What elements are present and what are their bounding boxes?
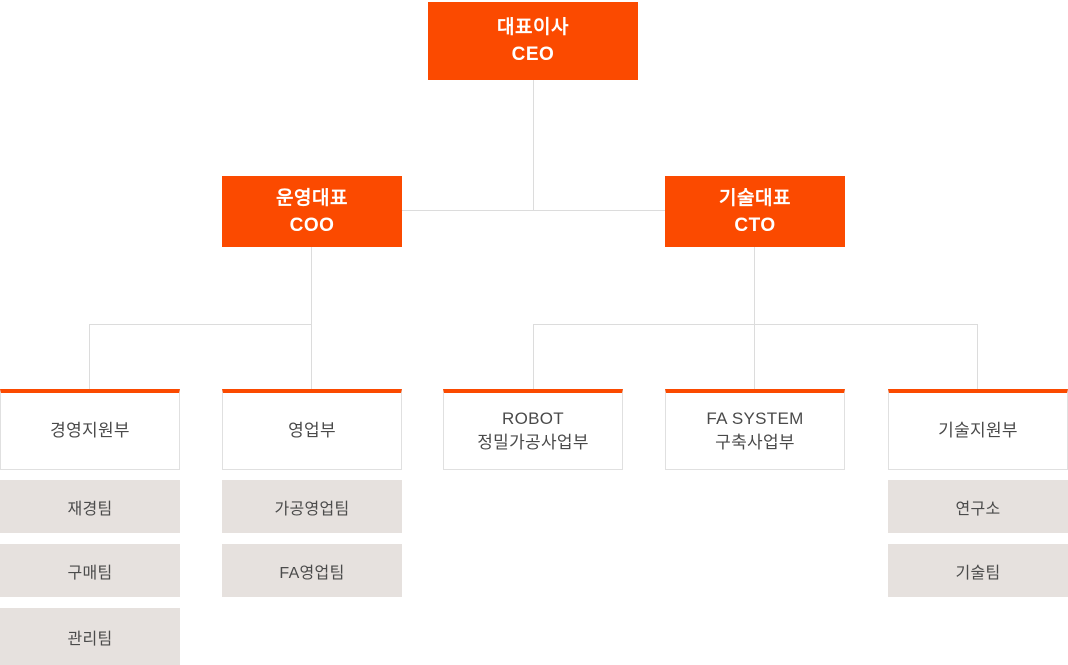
connector-ceo-drop (533, 80, 534, 210)
team-box-research-lab: 연구소 (888, 480, 1068, 533)
team-label: 가공영업팀 (274, 500, 350, 518)
dept-box-fa-system-construction: FA SYSTEM 구축사업부 (665, 389, 845, 470)
team-box-finance: 재경팀 (0, 480, 180, 533)
cto-title-ko: 기술대표 (719, 187, 791, 209)
team-box-administration: 관리팀 (0, 608, 180, 665)
connector-coo-drop (311, 247, 312, 389)
team-label: 기술팀 (955, 564, 1001, 582)
team-box-technical: 기술팀 (888, 544, 1068, 597)
coo-box: 운영대표 COO (222, 176, 402, 247)
team-label: 연구소 (955, 500, 1001, 518)
connector-cto-drop (754, 247, 755, 389)
coo-title-en: COO (289, 214, 335, 236)
dept-label-line2: 정밀가공사업부 (477, 433, 589, 452)
dept-label: 경영지원부 (50, 421, 130, 440)
connector-cto-branch-rail (533, 324, 978, 325)
team-box-purchasing: 구매팀 (0, 544, 180, 597)
dept-label-line2: 구축사업부 (715, 433, 795, 452)
dept-box-technical-support: 기술지원부 (888, 389, 1068, 470)
coo-title-ko: 운영대표 (276, 187, 348, 209)
cto-box: 기술대표 CTO (665, 176, 845, 247)
team-box-machining-sales: 가공영업팀 (222, 480, 402, 533)
connector-coo-cto-rail (402, 210, 665, 211)
connector-dept2-drop (533, 324, 534, 389)
connector-coo-branch-rail (89, 324, 312, 325)
dept-label: 기술지원부 (938, 421, 1018, 440)
dept-box-management-support: 경영지원부 (0, 389, 180, 470)
team-label: 관리팀 (67, 630, 113, 648)
connector-dept4-drop (977, 324, 978, 389)
team-label: FA영업팀 (279, 564, 345, 582)
ceo-title-ko: 대표이사 (497, 17, 569, 38)
ceo-box: 대표이사 CEO (428, 2, 638, 80)
dept-label: FA SYSTEM (706, 409, 804, 428)
dept-label: ROBOT (502, 409, 564, 428)
cto-title-en: CTO (734, 214, 776, 236)
ceo-title-en: CEO (511, 44, 555, 65)
team-label: 구매팀 (67, 564, 113, 582)
dept-box-sales: 영업부 (222, 389, 402, 470)
team-label: 재경팀 (67, 500, 113, 518)
dept-label: 영업부 (288, 421, 336, 440)
connector-dept0-drop (89, 324, 90, 389)
dept-box-robot-precision-machining: ROBOT 정밀가공사업부 (443, 389, 623, 470)
team-box-fa-sales: FA영업팀 (222, 544, 402, 597)
